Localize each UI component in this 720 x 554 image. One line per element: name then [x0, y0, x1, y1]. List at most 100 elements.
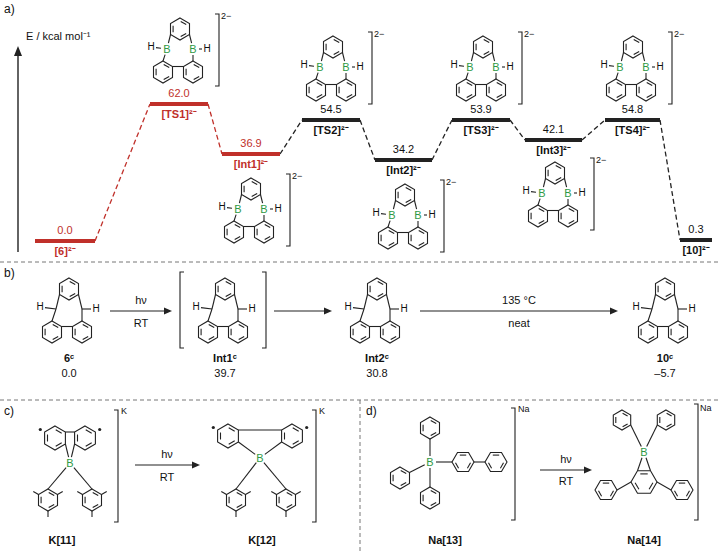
double-bond [423, 495, 424, 501]
double-bond [389, 231, 395, 234]
atom-label: H [36, 301, 43, 313]
compound-label: 10ᶜ [657, 352, 673, 365]
double-bond [603, 483, 609, 484]
bond-line [199, 48, 202, 49]
energy-value: 54.5 [320, 103, 341, 116]
charge-label: 2− [596, 155, 606, 165]
radical-dot [39, 428, 42, 431]
atom-label: B [260, 203, 267, 216]
double-bond [617, 94, 623, 97]
methyl-bond [33, 492, 38, 495]
energy-value: 42.1 [543, 123, 564, 136]
compound-label: Int2ᶜ [365, 352, 389, 365]
benzene-ring [559, 205, 578, 227]
benzene-ring [669, 321, 688, 343]
double-bond [86, 430, 92, 433]
double-bond [209, 336, 215, 339]
double-bond [218, 286, 219, 292]
bond-line [237, 309, 238, 321]
benzene-ring [60, 278, 79, 300]
double-bond [279, 497, 280, 503]
benzene-ring [637, 79, 656, 101]
double-bond [75, 329, 76, 335]
bond-line [389, 309, 390, 321]
reaction-condition: RT [559, 475, 573, 488]
methyl-bond [47, 511, 48, 517]
double-bond [156, 69, 157, 75]
benzene-ring [171, 18, 190, 40]
energy-level: 54.5[TS2]²⁻ [302, 118, 360, 122]
bond-line [264, 463, 286, 489]
double-bond [659, 417, 660, 423]
bond-line [495, 73, 496, 79]
energy-level: 36.9[Int1]²⁻ [222, 152, 280, 156]
energy-value: 30.8 [366, 367, 387, 380]
bond-line [502, 66, 505, 67]
double-bond [671, 329, 672, 335]
species-label: [Int1]²⁻ [234, 158, 269, 171]
double-bond [186, 69, 187, 75]
axis-arrow-head [14, 46, 22, 56]
double-bond [431, 502, 437, 505]
atom-label: H [356, 61, 363, 73]
double-bond [201, 329, 202, 335]
radical-dot [305, 426, 308, 429]
arrow-head [584, 467, 592, 474]
double-bond [53, 325, 59, 328]
double-bond [647, 83, 653, 86]
bond-line [74, 468, 92, 489]
atom-label: B [342, 61, 349, 74]
species-label: [TS2]²⁻ [313, 124, 348, 137]
methyl-bond [271, 492, 276, 495]
double-bond [220, 433, 221, 440]
double-bond [378, 282, 384, 285]
benzene-ring [225, 221, 244, 243]
species-label: [6]²⁻ [54, 245, 75, 258]
double-bond [666, 282, 672, 285]
axis-label: E / kcal mol⁻¹ [26, 30, 91, 43]
double-bond [539, 209, 545, 212]
double-bond [484, 51, 490, 54]
double-bond [419, 242, 425, 245]
bond-line [81, 309, 82, 321]
energy-value: 54.8 [622, 103, 643, 116]
double-bond [265, 236, 271, 239]
double-bond [284, 433, 285, 440]
benzene-ring [391, 467, 410, 489]
bond-line [65, 444, 68, 457]
atom-label: B [163, 43, 170, 56]
energy-axis [17, 54, 18, 252]
reaction-condition: 135 °C [502, 294, 536, 307]
charge-label: 2− [374, 29, 384, 39]
reaction-path-connector [360, 120, 375, 160]
bond-line [238, 429, 281, 430]
bond-line [381, 213, 386, 215]
benzene-ring [421, 417, 440, 439]
energy-value: 53.9 [470, 103, 491, 116]
atom-label: H [92, 303, 99, 315]
benzene-ring [657, 410, 674, 430]
double-bond [406, 188, 412, 191]
benzene-ring [457, 79, 476, 101]
double-bond [235, 236, 241, 239]
reaction-arrow [110, 310, 165, 311]
double-bond [83, 336, 89, 339]
atom-label: B [234, 203, 241, 216]
energy-value: –5.7 [654, 367, 675, 380]
benzene-ring [73, 321, 92, 343]
compound-label: 6ᶜ [64, 352, 74, 365]
double-bond [548, 170, 549, 176]
bond-line [270, 208, 273, 209]
charge-bracket [215, 14, 219, 86]
bond-line [398, 232, 409, 233]
benzene-ring [324, 36, 343, 58]
atom-label: B [189, 43, 196, 56]
bond-line [79, 295, 83, 310]
charge-bracket [511, 408, 515, 520]
reaction-arrow [135, 464, 193, 465]
double-bond [401, 482, 407, 485]
panel-letter: a) [4, 3, 15, 17]
atom-label: H [688, 303, 695, 315]
bond-line [192, 55, 193, 61]
bond-line [476, 84, 487, 85]
